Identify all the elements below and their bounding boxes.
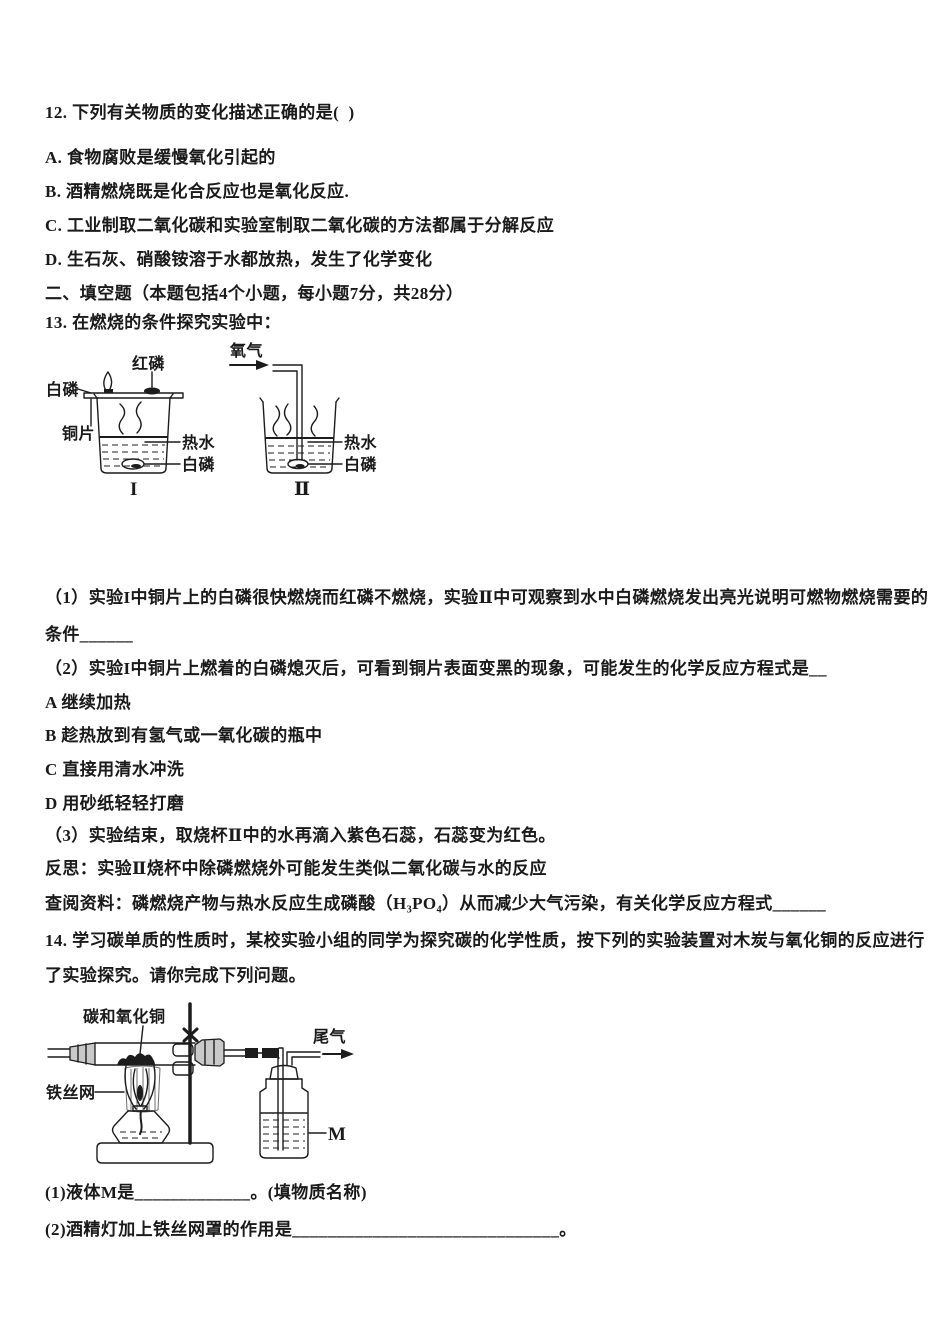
alcohol-lamp	[94, 1065, 171, 1144]
carbon-copper-oxide-powder	[117, 1053, 155, 1065]
q14-part2: (2)酒精灯加上铁丝网罩的作用是________________________…	[45, 1220, 577, 1239]
q13-part2: （2）实验I中铜片上燃着的白磷熄灭后，可看到铜片表面变黑的现象，可能发生的化学反…	[45, 659, 827, 678]
section-2-header: 二、填空题（本题包括4个小题，每小题7分，共28分）	[45, 284, 464, 303]
label-liquid-m: M	[328, 1124, 347, 1145]
label-beaker-2: Ⅱ	[294, 479, 311, 500]
question-12-option-c: C. 工业制取二氧化碳和实验室制取二氧化碳的方法都属于分解反应	[45, 216, 555, 235]
label-copper-sheet: 铜片	[62, 424, 95, 443]
figure-carbon-copper-oxide-apparatus: 碳和氧化铜 铁丝网 尾气 M	[46, 1002, 354, 1164]
q13-choice-d: D 用砂纸轻轻打磨	[45, 794, 185, 813]
q13-reference: 查阅资料：磷燃烧产物与热水反应生成磷酸（H₃PO₄）从而减少大气污染，有关化学反…	[45, 894, 827, 913]
label-iron-wire-mesh: 铁丝网	[46, 1083, 96, 1102]
arrow-right-icon	[256, 360, 269, 370]
q13-choice-a: A 继续加热	[45, 693, 131, 712]
question-14-stem-line2: 了实验探究。请你完成下列问题。	[45, 966, 306, 985]
label-tail-gas: 尾气	[313, 1027, 346, 1046]
label-carbon-and-copper-oxide: 碳和氧化铜	[83, 1007, 166, 1026]
right-stopper	[194, 1038, 225, 1067]
beaker-2	[229, 360, 343, 474]
red-phosphorus-lump	[144, 387, 160, 395]
q13-part3: （3）实验结束，取烧杯Ⅱ中的水再滴入紫色石蕊，石蕊变为红色。	[45, 826, 556, 845]
gas-bottle	[259, 1064, 327, 1159]
label-oxygen: 氧气	[229, 342, 263, 360]
question-12-option-d: D. 生石灰、硝酸铵溶于水都放热，发生了化学变化	[45, 250, 433, 269]
test-tube	[47, 1025, 225, 1067]
figure-burning-condition-experiment: 白磷 红磷 铜片 热水 白磷 I	[46, 342, 378, 500]
delivery-tube	[223, 1047, 354, 1151]
tail-gas-arrow-icon	[341, 1049, 354, 1059]
label-white-phosphorus-plate: 白磷	[46, 380, 80, 399]
label-white-phosphorus-2: 白磷	[344, 455, 378, 474]
label-hot-water-1: 热水	[182, 433, 216, 452]
question-13-stem: 13. 在燃烧的条件探究实验中：	[45, 313, 281, 332]
label-beaker-1: I	[130, 479, 138, 500]
question-12-option-b: B. 酒精燃烧既是化合反应也是氧化反应.	[45, 182, 350, 201]
white-phosphorus-lump-1	[121, 458, 145, 470]
question-14-stem-line1: 14. 学习碳单质的性质时，某校实验小组的同学为探究碳的化学性质，按下列的实验装…	[45, 931, 925, 950]
label-white-phosphorus-1: 白磷	[182, 455, 216, 474]
q13-part1-line1: （1）实验I中铜片上的白磷很快燃烧而红磷不燃烧，实验Ⅱ中可观察到水中白磷燃烧发出…	[45, 588, 929, 607]
stand	[96, 1002, 214, 1164]
q13-part1-line2: 条件______	[45, 625, 134, 644]
label-hot-water-2: 热水	[344, 433, 378, 452]
question-12-stem: 12. 下列有关物质的变化描述正确的是( )	[45, 103, 355, 122]
q13-choice-b: B 趁热放到有氢气或一氧化碳的瓶中	[45, 726, 323, 745]
q13-reflection: 反思：实验Ⅱ烧杯中除磷燃烧外可能发生类似二氧化碳与水的反应	[45, 859, 547, 878]
beaker-1	[77, 371, 184, 474]
copper-sheet-shape	[83, 392, 184, 399]
q13-choice-c: C 直接用清水冲洗	[45, 760, 185, 779]
left-plug	[69, 1042, 96, 1066]
label-red-phosphorus: 红磷	[132, 354, 166, 373]
q14-part1: (1)液体M是_____________。(填物质名称)	[45, 1183, 367, 1202]
question-12-option-a: A. 食物腐败是缓慢氧化引起的	[45, 148, 276, 167]
